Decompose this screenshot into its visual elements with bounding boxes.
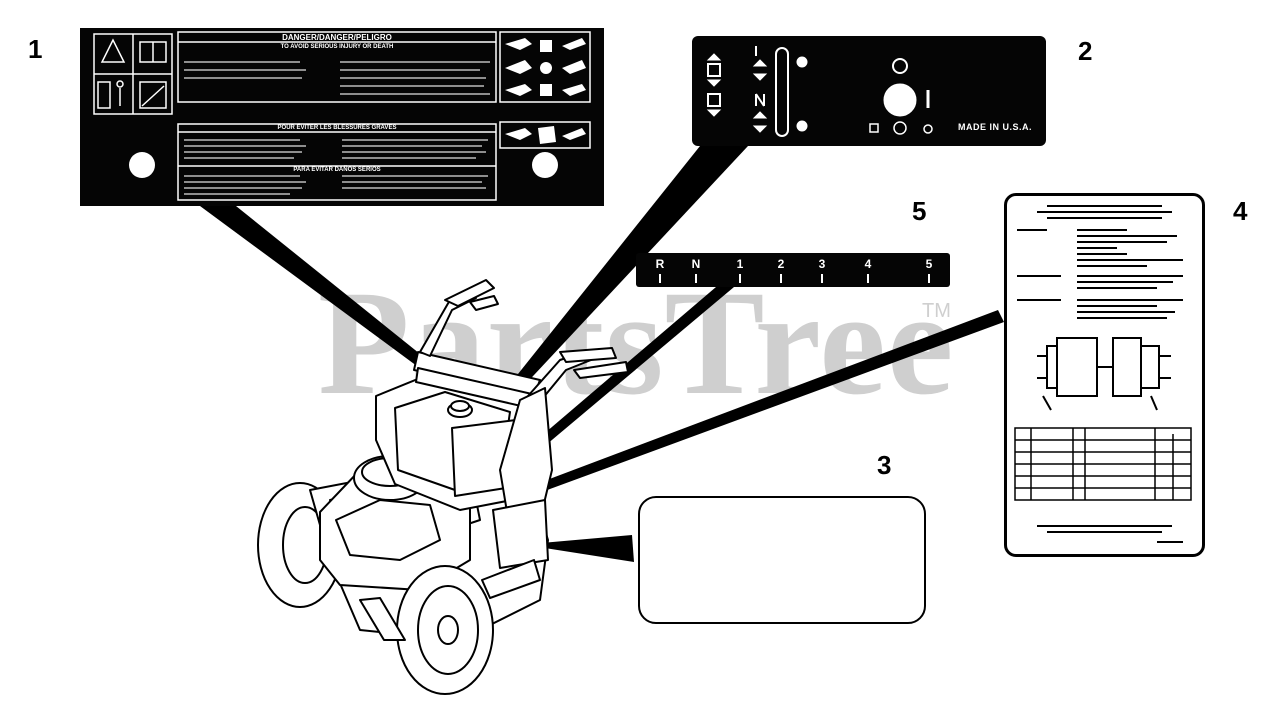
decal-danger-warning: DANGER/DANGER/PELIGRO TO AVOID SERIOUS I… [80,28,604,206]
gear-tick-2 [780,274,782,283]
decal-control-panel: MADE IN U.S.A. [692,36,1046,146]
gear-tick-n [695,274,697,283]
gear-label-1: 1 [736,257,744,271]
gear-tick-3 [821,274,823,283]
callout-1: 1 [28,34,43,64]
leader-line-3 [530,535,634,562]
callout-5: 5 [912,196,927,226]
gear-tick-4 [867,274,869,283]
decal-blank-label [638,496,926,624]
decal-1-spanish-heading: PARA EVITAR DAÑOS SERIOS [293,167,381,173]
leader-line-1 [200,206,440,372]
callout-2: 2 [1078,36,1093,66]
decal-1-subtitle: TO AVOID SERIOUS INJURY OR DEATH [280,44,394,50]
gear-label-5: 5 [925,257,933,271]
decal-4-graphics [1014,205,1192,543]
gear-label-n: N [691,257,701,271]
gear-label-4: 4 [864,257,872,271]
leader-line-4 [515,310,1004,500]
gear-label-2: 2 [777,257,785,271]
callout-3: 3 [877,450,892,480]
gear-label-r: R [655,257,665,271]
decal-shift-pattern: R N 1 2 3 4 5 [636,253,950,287]
watermark-trademark: TM [922,300,951,322]
decal-1-fine-print [184,61,490,195]
decal-info-sheet [1004,193,1205,557]
leader-line-2 [510,146,748,390]
decal-1-title: DANGER/DANGER/PELIGRO [282,33,392,42]
callout-4: 4 [1233,196,1248,226]
gear-tick-r [659,274,661,283]
leader-line-5 [532,287,734,450]
decal-1-graphics [93,31,591,201]
decal-2-graphics [706,46,933,137]
gear-label-3: 3 [818,257,826,271]
decal-2-made-in: MADE IN U.S.A. [958,122,1033,132]
gear-tick-5 [928,274,930,283]
decal-1-french-heading: POUR ÉVITER LES BLESSURES GRAVES [277,125,397,131]
gear-tick-1 [739,274,741,283]
